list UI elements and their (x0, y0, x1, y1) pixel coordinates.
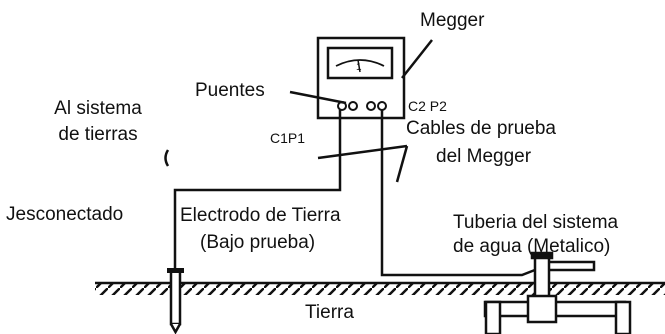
c2p2-label: C2 P2 (408, 98, 447, 114)
meter-scale-mark: 1 (356, 62, 362, 73)
tuberia-label-line1: Tuberia del sistema (453, 212, 619, 233)
puentes-label: Puentes (195, 80, 265, 101)
terminal-p1 (348, 101, 358, 111)
ground-surface (95, 281, 665, 295)
earth-electrode (167, 268, 184, 334)
terminal-p2 (366, 101, 376, 111)
pointer-lines (164, 39, 433, 183)
c1p1-label: C1P1 (270, 130, 306, 146)
tuberia-label-line2: de agua (Metalico) (453, 236, 611, 257)
electrodo-label-line1: Electrodo de Tierra (180, 205, 341, 226)
al-sistema-label-line2: de tierras (58, 124, 138, 145)
al-sistema-label-line1: Al sistema (54, 98, 142, 119)
cables-label-line2: del Megger (436, 146, 532, 167)
terminal-c2 (377, 101, 387, 111)
tierra-label: Tierra (305, 302, 354, 323)
test-wires (173, 110, 541, 277)
electrodo-label-line2: (Bajo prueba) (200, 232, 316, 253)
megger-label: Megger (420, 10, 485, 31)
cables-label-line1: Cables de prueba (406, 118, 556, 139)
megger-instrument (316, 36, 406, 120)
desconectado-label: Jesconectado (6, 204, 124, 225)
water-pipe (483, 251, 632, 334)
